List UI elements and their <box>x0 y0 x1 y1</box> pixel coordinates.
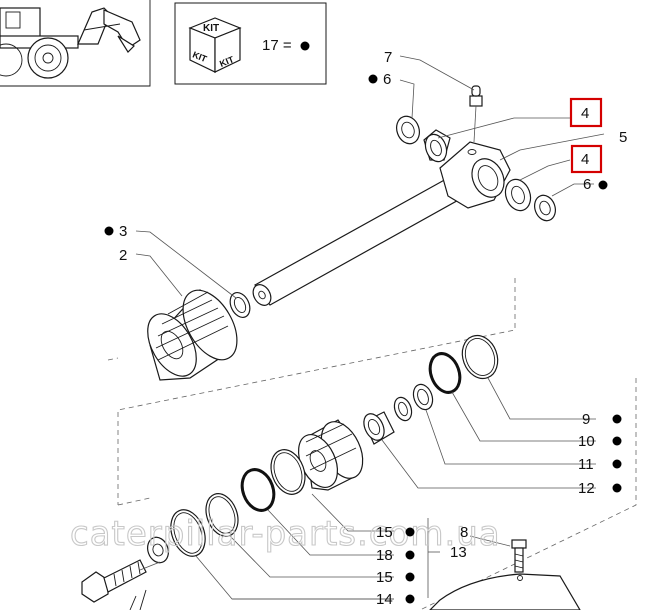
bushing-lower-right <box>534 194 556 222</box>
callout-6-upper-label: 6 <box>383 71 391 88</box>
kit-dot-icon <box>612 436 622 446</box>
piston <box>297 419 364 491</box>
callout-15-lower-label: 15 <box>376 569 393 586</box>
seal-ring-10 <box>428 352 462 394</box>
kit-dot-icon <box>598 180 608 190</box>
callout-6-upper[interactable]: 6 <box>368 71 392 88</box>
callout-10[interactable]: 10 <box>578 433 622 450</box>
callout-12-label: 12 <box>578 480 595 497</box>
callout-9-label: 9 <box>582 411 590 428</box>
cylinder-barrel <box>428 573 582 611</box>
kit-dot-icon <box>405 527 415 537</box>
head-seal-ring <box>229 292 251 318</box>
callout-4-lower[interactable]: 4 <box>570 144 603 174</box>
kit-dot-icon <box>405 594 415 604</box>
callout-4-lower-label: 4 <box>581 151 589 168</box>
seal-ring-15-lower <box>205 493 239 537</box>
callout-4-lower-highlight <box>570 144 603 174</box>
kit-legend-box: KIT KIT KIT 17 = <box>174 2 327 85</box>
callout-10-label: 10 <box>578 433 595 450</box>
screw <box>511 539 527 573</box>
machine-thumbnail-panel <box>0 0 151 87</box>
callout-18[interactable]: 18 <box>376 547 415 564</box>
callout-4-upper[interactable]: 4 <box>569 97 603 128</box>
callout-14-label: 14 <box>376 591 393 608</box>
kit-cube-top-text: KIT <box>203 23 219 34</box>
leader-lines <box>135 55 605 600</box>
seal-ring-18 <box>240 468 276 512</box>
callout-15-upper-label: 15 <box>376 524 393 541</box>
callout-11-label: 11 <box>578 456 594 473</box>
callout-13-label: 13 <box>450 544 467 561</box>
callout-4-upper-label: 4 <box>581 105 589 122</box>
callout-12[interactable]: 12 <box>578 480 622 497</box>
kit-dot-icon <box>405 550 415 560</box>
kit-legend-dot <box>300 41 310 51</box>
bushing-upper-left <box>396 115 420 145</box>
callout-2[interactable]: 2 <box>119 247 127 264</box>
piston-rod <box>252 177 463 306</box>
cylinder-head <box>147 289 238 381</box>
bushing-upper-right <box>423 129 451 163</box>
seal-ring-14 <box>170 509 206 557</box>
callout-8-label: 8 <box>460 524 468 541</box>
callout-13[interactable]: 13 <box>450 544 467 561</box>
callout-7-label: 7 <box>384 49 392 66</box>
callout-2-label: 2 <box>119 247 127 264</box>
seal-ring-9 <box>461 334 499 380</box>
kit-legend-text: 17 = <box>262 37 292 54</box>
seal-ring-15-upper <box>270 449 306 495</box>
kit-dot-icon <box>612 459 622 469</box>
rod-eye <box>439 141 511 209</box>
callout-18-label: 18 <box>376 547 393 564</box>
callout-11[interactable]: 11 <box>578 456 622 473</box>
backhoe-loader-icon <box>0 7 141 79</box>
callout-3[interactable]: 3 <box>104 223 128 240</box>
callout-7[interactable]: 7 <box>384 49 392 66</box>
callout-4-upper-highlight <box>569 97 603 128</box>
callout-6-lower-label: 6 <box>583 176 591 193</box>
kit-dot-icon <box>612 483 622 493</box>
seal-ring-12 <box>393 396 413 422</box>
grease-nipple <box>469 85 483 143</box>
watermark-text: caterpillar-parts.com.ua <box>70 514 501 554</box>
callout-15-upper[interactable]: 15 <box>376 524 415 541</box>
kit-dot-icon <box>612 414 622 424</box>
kit-cube-icon: KIT KIT KIT <box>188 17 242 73</box>
kit-dot-icon <box>405 572 415 582</box>
callout-8[interactable]: 8 <box>460 524 468 541</box>
callout-9[interactable]: 9 <box>582 411 622 428</box>
seal-ring-11 <box>412 383 434 411</box>
callout-5-label: 5 <box>619 129 627 146</box>
callout-5[interactable]: 5 <box>619 129 627 146</box>
bushing-lower-left <box>504 178 532 212</box>
bolt <box>81 559 147 611</box>
callout-3-label: 3 <box>119 223 127 240</box>
exploded-view-outline <box>107 278 637 611</box>
callout-14[interactable]: 14 <box>376 591 415 608</box>
kit-dot-icon <box>368 74 378 84</box>
kit-dot-icon <box>104 226 114 236</box>
callout-15-lower[interactable]: 15 <box>376 569 415 586</box>
callout-6-lower[interactable]: 6 <box>583 176 608 193</box>
washer <box>147 536 169 564</box>
spacer-sleeve <box>363 411 395 445</box>
